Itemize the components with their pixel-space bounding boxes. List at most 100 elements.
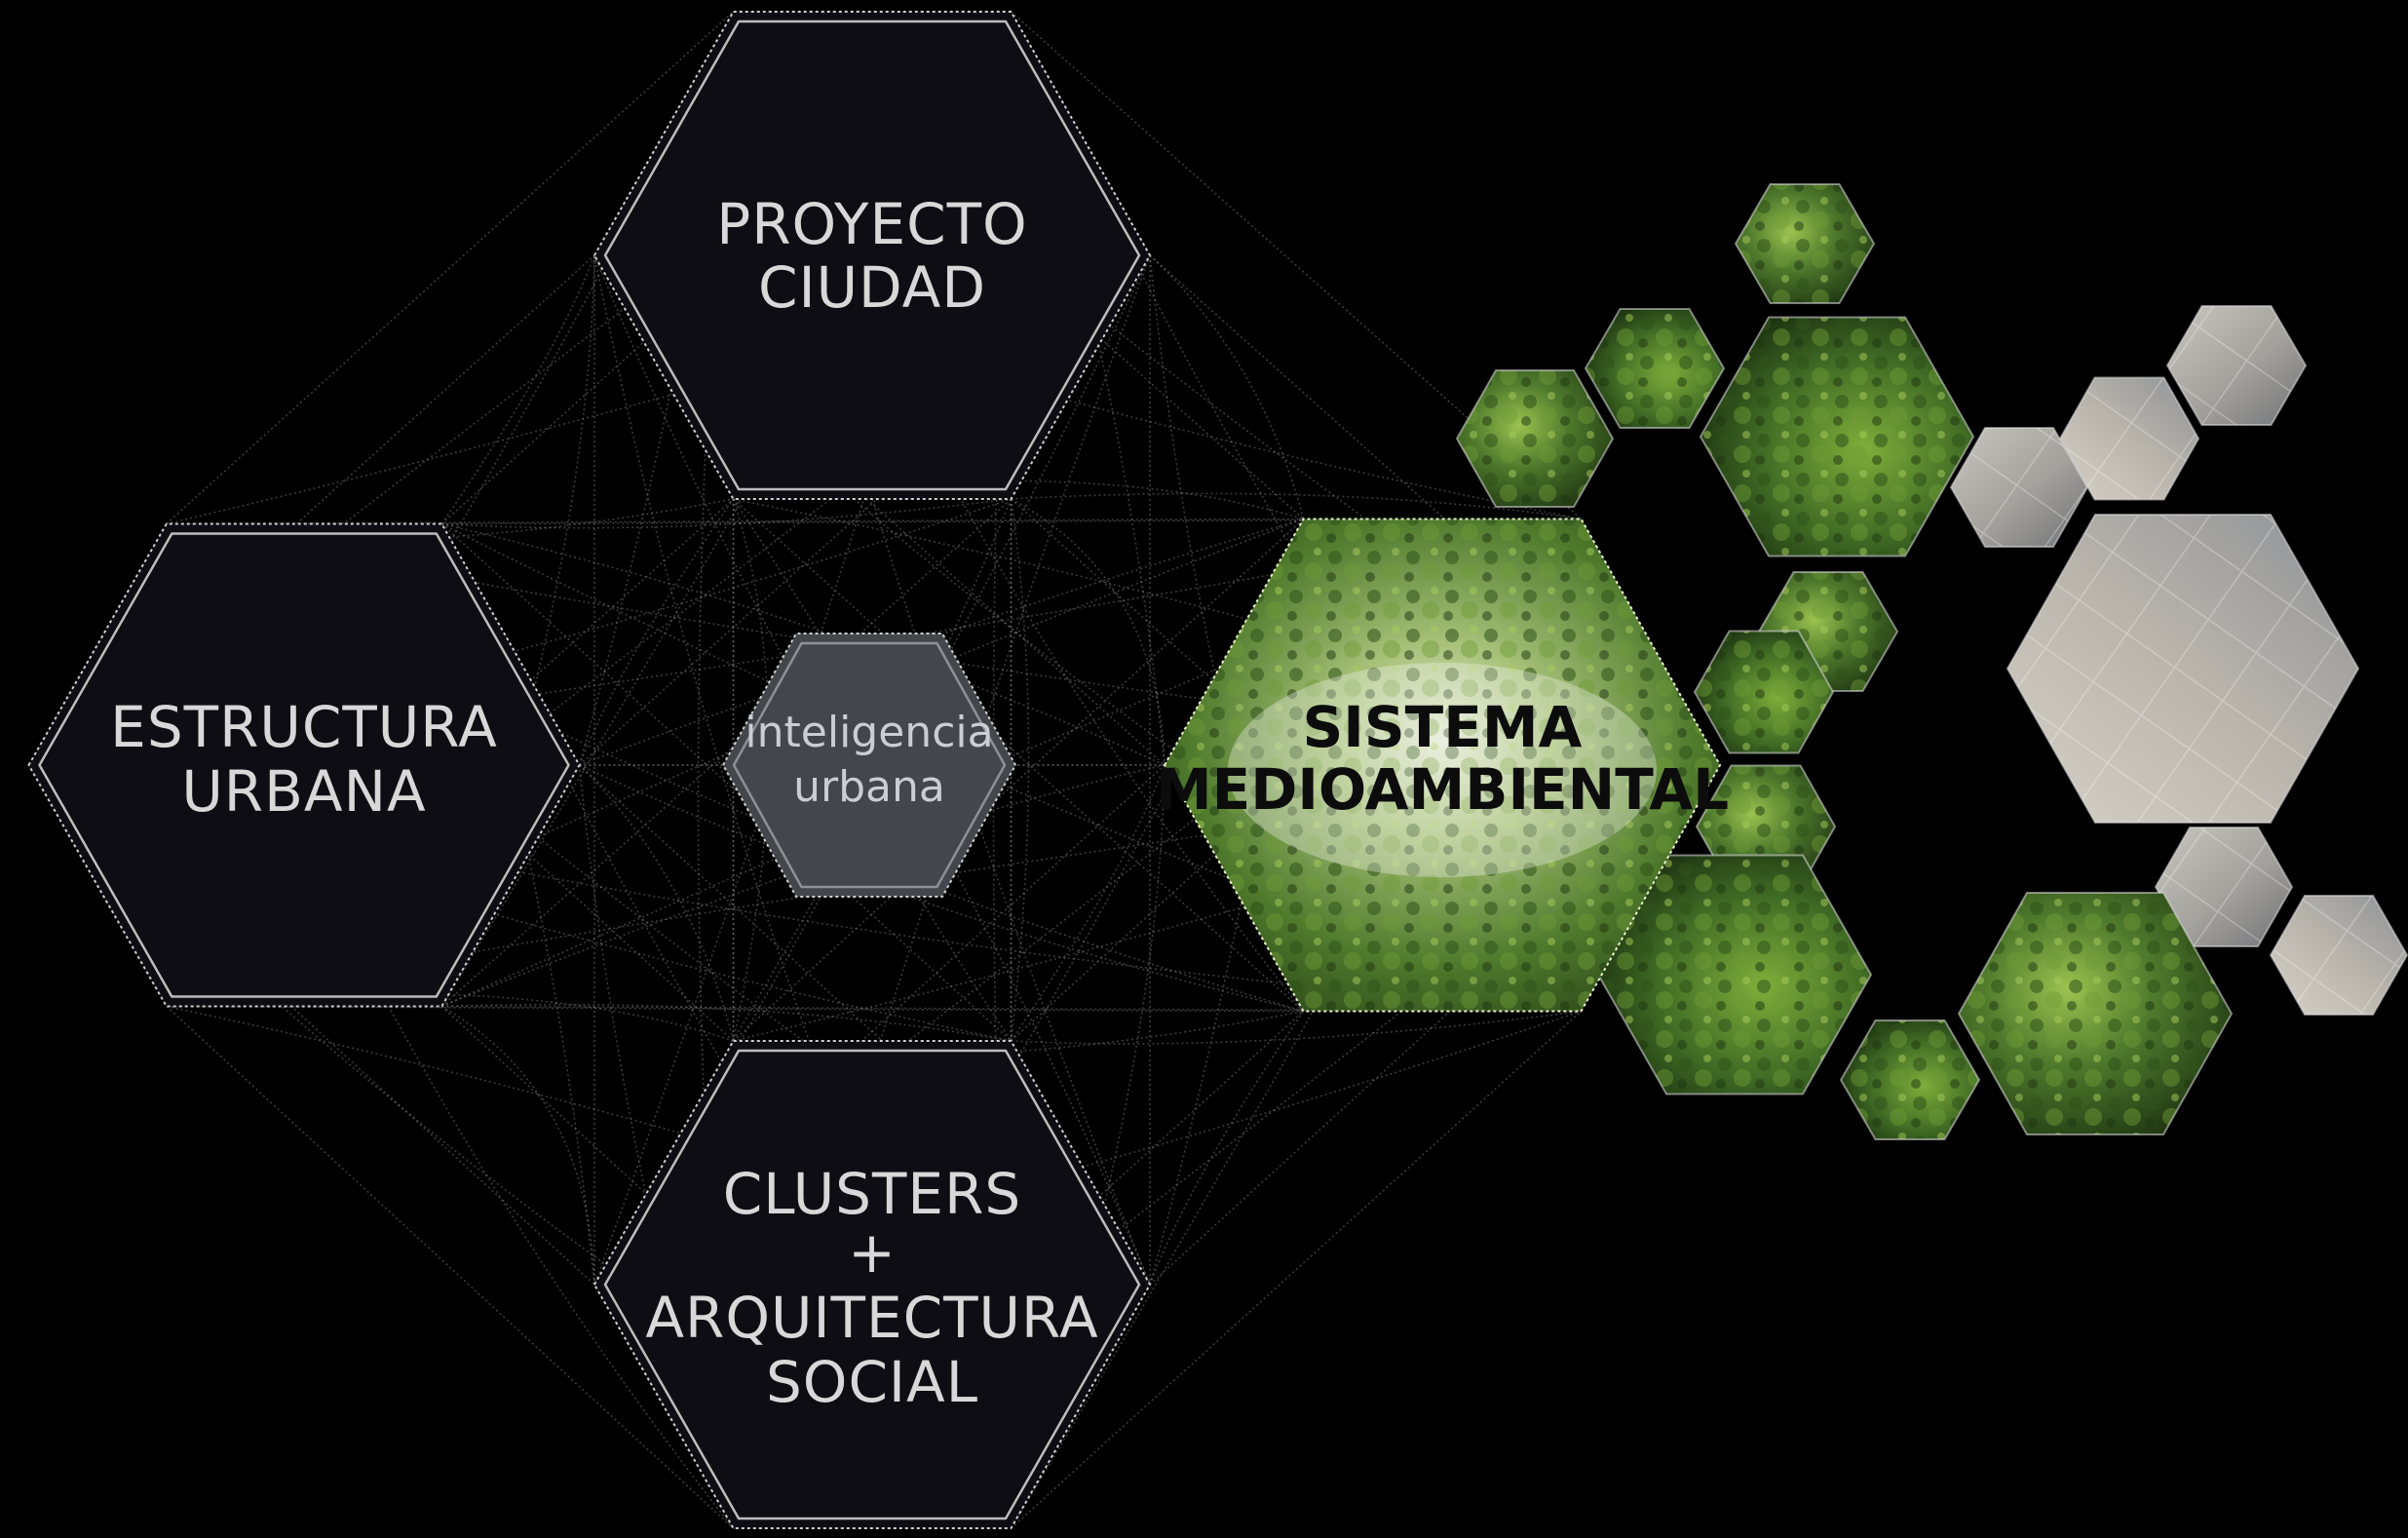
photo-hex-border [1693,630,1835,754]
connection-line [1149,254,1305,519]
node-clusters-line-1: CLUSTERS [723,1161,1021,1227]
node-clusters-line-4: SOCIAL [766,1349,978,1415]
photo-hex-border [1455,369,1615,508]
connection-line [440,1005,595,1286]
photo-hex-border [2058,376,2200,501]
connection-line [1011,1010,1582,1045]
photo-hex-texture [1841,1020,1979,1139]
photo-hex-paving [2154,827,2294,947]
connection-line [1010,498,1030,1042]
photo-hex-texture [1586,309,1724,428]
photo-hex-texture [1959,893,2232,1134]
node-proyecto-line-2: CIUDAD [758,254,986,321]
connection-line [732,254,1151,1042]
node-clusters-line-2: + [848,1219,897,1286]
photo-hex-border [1957,892,2234,1135]
photo-hex-border [2269,895,2408,1016]
photo-hex-paving [2058,376,2200,501]
connection-line [579,764,1304,1013]
connection-line [166,992,734,1042]
node-sistema-medioambiental: SISTEMA MEDIOAMBIENTAL [1156,694,1729,823]
node-estructura-urbana: ESTRUCTURA URBANA [110,694,498,825]
connection-line [732,254,1151,1529]
photo-hex-vegetation [1693,630,1835,754]
node-clusters-arquitectura-social: CLUSTERS + ARQUITECTURA SOCIAL [645,1161,1098,1415]
photo-hex-texture [2007,515,2358,823]
hex-proyecto [593,11,1151,500]
connection-line [578,498,735,766]
node-estructura-line-1: ESTRUCTURA [110,694,498,760]
photo-hex-paving [1949,427,2089,548]
photo-hex-vegetation [1957,892,2234,1135]
photo-hex-texture [2167,306,2306,425]
photo-hex-paving [2269,895,2408,1016]
connection-line [1011,498,1166,766]
node-proyecto-ciudad: PROYECTO CIUDAD [716,191,1027,321]
hex-center [722,633,1016,898]
connection-line [578,764,735,1529]
connection-line [440,522,1013,1042]
hex-outer-border [593,1040,1151,1529]
connection-line [593,1010,1582,1286]
photo-hex-texture [1701,317,1973,557]
hex-inner-border [603,1049,1141,1520]
photo-hex-vegetation [1839,1019,1981,1140]
connection-line [1010,764,1166,1042]
hex-clusters [593,1040,1151,1529]
photo-hex-texture [1457,370,1613,507]
connection-line [578,11,735,766]
connection-line [732,498,1151,1286]
node-proyecto-line-1: PROYECTO [716,191,1027,257]
photo-hex-vegetation [1455,369,1615,508]
connection-line [440,254,595,524]
connection-line [1010,764,1166,1529]
photo-hex-paving [2006,514,2360,824]
hex-outer-border [722,633,1016,898]
connection-line [1149,254,1305,1012]
photo-hex-paving [2165,305,2308,426]
connection-line [440,764,1166,1008]
photo-hex-vegetation [1699,316,1975,558]
connection-line [593,254,1582,520]
photo-hex-texture [1951,428,2087,547]
node-estructura-line-2: URBANA [181,758,426,825]
hex-outer-border [593,11,1151,500]
connection-line [166,523,735,1529]
photo-hex-border [1584,308,1726,429]
hex-inner-border [732,641,1007,889]
photo-hex-cluster [1455,183,2408,1140]
hex-env-glow [1228,663,1657,877]
connection-line [1149,764,1721,1286]
hex-estructura [27,522,581,1008]
node-env-line-1: SISTEMA [1303,694,1583,760]
connection-line [733,498,1721,766]
connection-line [1011,492,1582,520]
photo-hex-texture [2060,377,2198,500]
connection-line [732,498,770,1042]
connection-line [441,522,1166,766]
photo-hex-vegetation [1584,308,1726,429]
connection-line [1010,11,1166,766]
connection-line [166,1005,1151,1286]
connection-line [166,1005,735,1529]
connection-line [441,1003,1012,1042]
photo-hex-texture [2271,896,2407,1015]
connection-line [1010,1010,1583,1529]
node-env-line-2: MEDIOAMBIENTAL [1156,756,1729,823]
connection-line [732,1010,1305,1529]
hex-inner-border [38,532,570,998]
node-clusters-line-3: ARQUITECTURA [645,1285,1098,1351]
photo-hex-texture [1736,184,1874,303]
node-inteligencia-urbana: inteligencia urbana [745,708,993,812]
node-center-line-1: inteligencia [745,708,993,757]
hex-env-texture [1165,519,1720,1012]
node-center-line-2: urbana [793,762,945,812]
main-hex-group [27,11,1722,1529]
photo-hex-texture [1598,855,1871,1095]
connection-line [578,764,1151,1286]
connection-line [578,764,735,1042]
photo-hex-border [2165,305,2308,426]
photo-hex-border [2006,514,2360,824]
connection-line [440,498,1013,1008]
